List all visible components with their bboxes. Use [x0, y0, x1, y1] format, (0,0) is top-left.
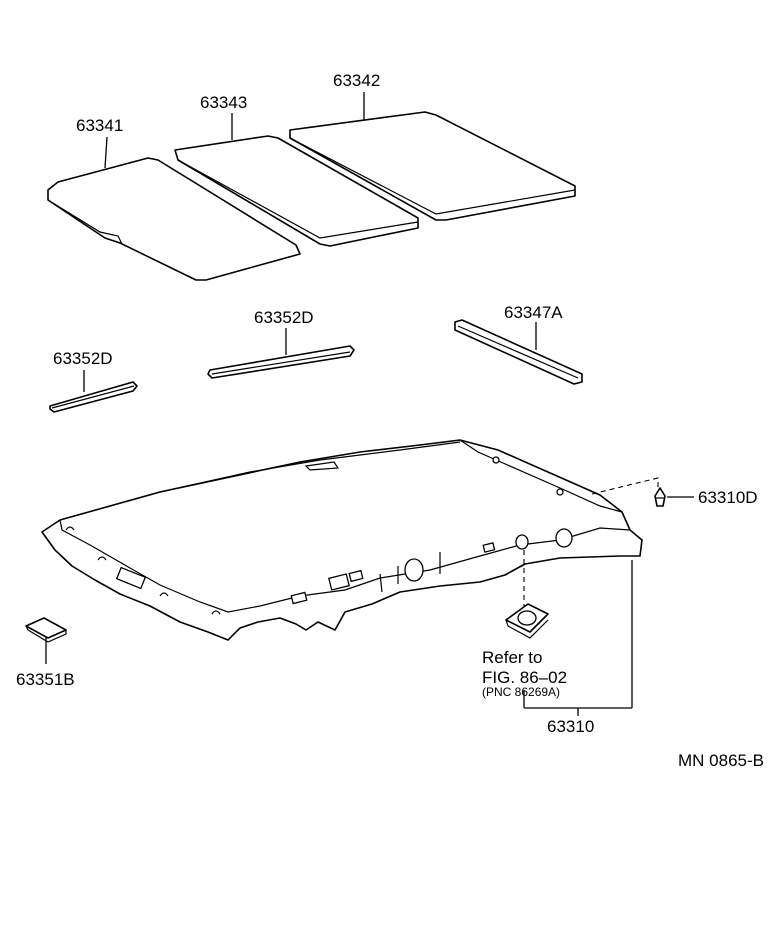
reference-line-1: Refer to: [482, 648, 542, 667]
panel-63343: [174, 135, 419, 247]
dome-light-opening: [404, 558, 424, 582]
label-63352D-left: 63352D: [53, 349, 113, 368]
label-63310D: 63310D: [698, 488, 758, 507]
panel-63341: [47, 157, 301, 281]
label-63352D-center: 63352D: [254, 308, 314, 327]
panel-63342: [289, 111, 576, 221]
dashed-guides: [523, 477, 659, 606]
label-63310: 63310: [547, 717, 594, 736]
strip-63352D-center: [207, 345, 355, 379]
label-63341: 63341: [76, 116, 123, 135]
label-63342: 63342: [333, 71, 380, 90]
strip-63352D-left: [49, 381, 138, 413]
reference-line-3: (PNC 86269A): [482, 685, 560, 699]
drawing-code: MN 0865-B: [678, 751, 764, 770]
strip-63347A: [454, 319, 583, 385]
headliner-63310: [41, 439, 643, 641]
label-63343: 63343: [200, 93, 247, 112]
pad-63351B: [25, 617, 67, 643]
reference-line-2: FIG. 86–02: [482, 668, 567, 687]
dome-light-bezel: [505, 603, 549, 639]
clip-63310D: [654, 487, 666, 507]
label-63351B: 63351B: [16, 670, 75, 689]
leader-lines: [45, 92, 694, 716]
label-63347A: 63347A: [504, 303, 563, 322]
